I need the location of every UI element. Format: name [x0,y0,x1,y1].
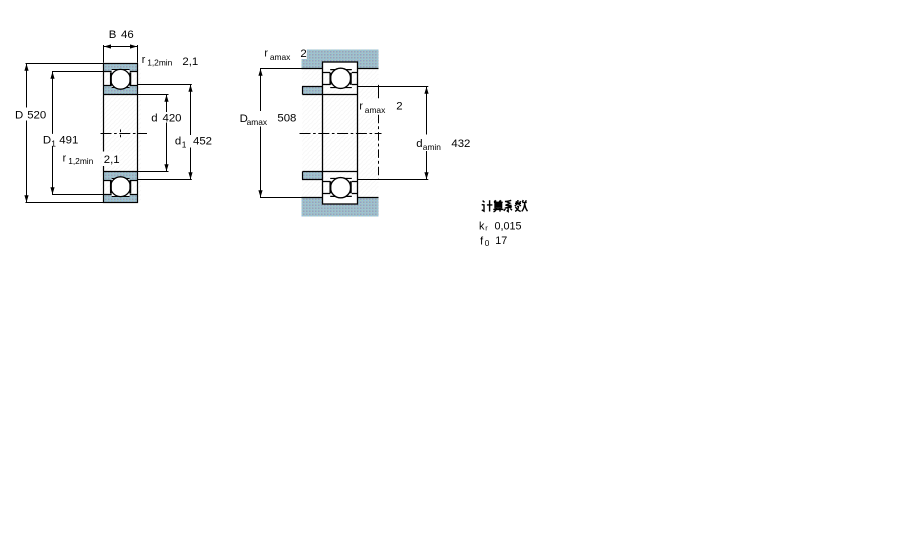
svg-text:r: r [359,100,363,112]
svg-text:508: 508 [277,113,296,125]
svg-text:1: 1 [182,140,187,150]
svg-text:r: r [485,224,488,233]
svg-text:520: 520 [27,110,46,122]
svg-text:46: 46 [121,29,134,41]
svg-text:k: k [479,221,485,233]
svg-text:B: B [109,29,117,41]
svg-text:amin: amin [423,142,441,152]
svg-text:amax: amax [247,117,268,127]
svg-text:2,1: 2,1 [182,56,198,68]
svg-text:d: d [151,113,157,125]
svg-text:420: 420 [163,113,182,125]
svg-text:2: 2 [300,48,306,60]
svg-text:452: 452 [193,136,212,148]
svg-text:f: f [480,235,484,247]
svg-text:D: D [15,110,23,122]
svg-text:17: 17 [495,235,507,247]
svg-text:0: 0 [485,238,490,248]
svg-text:0,015: 0,015 [495,221,522,233]
svg-text:r: r [142,54,146,66]
svg-text:2,1: 2,1 [104,154,120,166]
svg-text:1: 1 [51,139,56,149]
svg-text:D: D [43,135,51,147]
svg-text:amax: amax [365,105,386,115]
svg-text:1,2min: 1,2min [147,57,172,67]
svg-text:2: 2 [396,101,402,113]
svg-text:432: 432 [451,138,470,150]
svg-text:amax: amax [270,52,291,62]
svg-text:d: d [416,138,422,150]
svg-text:r: r [63,152,67,164]
svg-text:1,2min: 1,2min [68,156,93,166]
svg-text:r: r [264,47,268,59]
svg-text:491: 491 [59,135,78,147]
svg-text:D: D [240,113,248,125]
svg-text:d: d [175,136,181,148]
